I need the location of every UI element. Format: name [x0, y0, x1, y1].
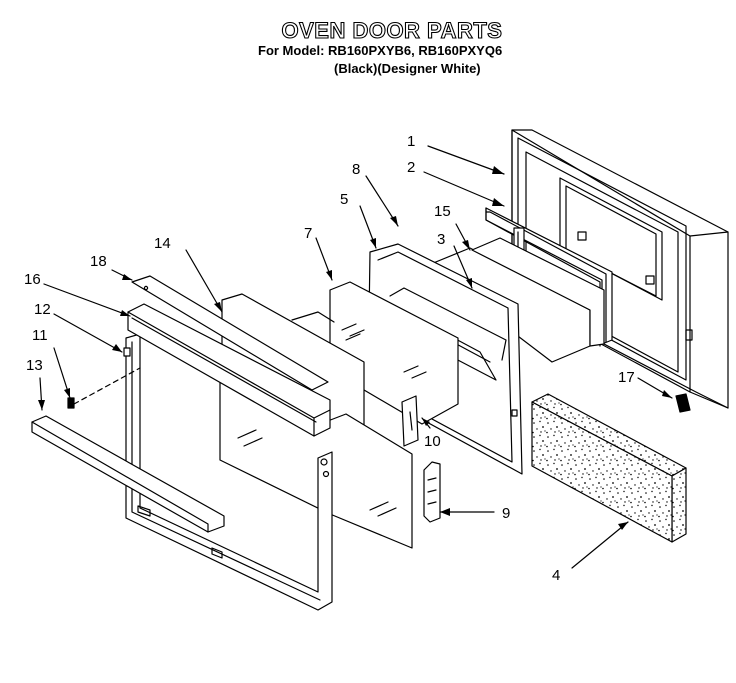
callout-11: 11 [32, 327, 48, 344]
page-title: OVEN DOOR PARTS [281, 17, 503, 43]
part-13-bottom-trim [31, 415, 225, 533]
callout-10: 10 [424, 433, 441, 450]
part-16-handle-trim [127, 303, 331, 437]
callout-1: 1 [407, 133, 415, 150]
callout-4: 4 [552, 567, 560, 584]
part-15-glass [471, 237, 605, 347]
part-12-door-frame [123, 333, 333, 611]
callout-labels: 1 2 3 4 5 7 8 9 10 11 12 13 14 15 16 17 … [24, 133, 635, 584]
part-17-clip [675, 393, 691, 413]
part-18-strip [131, 275, 329, 391]
callout-9: 9 [502, 505, 510, 522]
callout-12: 12 [34, 301, 51, 318]
callout-5: 5 [340, 191, 348, 208]
callout-18: 18 [90, 253, 107, 270]
callout-14: 14 [154, 235, 171, 252]
part-4-insulation [531, 393, 687, 543]
part-9-bracket [423, 461, 441, 523]
part-10-bracket [401, 395, 419, 447]
callout-3: 3 [437, 231, 445, 248]
callout-8: 8 [352, 161, 360, 178]
callout-7: 7 [304, 225, 312, 242]
model-line: For Model: RB160PXYB6, RB160PXYQ6 [258, 43, 503, 58]
part-11-clip [67, 397, 75, 409]
callout-15: 15 [434, 203, 451, 220]
callout-16: 16 [24, 271, 41, 288]
leader-arrowheads [38, 166, 672, 530]
color-line: (Black)(Designer White) [334, 61, 481, 76]
dashed-leader-11 [73, 367, 141, 405]
callout-13: 13 [26, 357, 43, 374]
callout-2: 2 [407, 159, 415, 176]
callout-17: 17 [618, 369, 635, 386]
